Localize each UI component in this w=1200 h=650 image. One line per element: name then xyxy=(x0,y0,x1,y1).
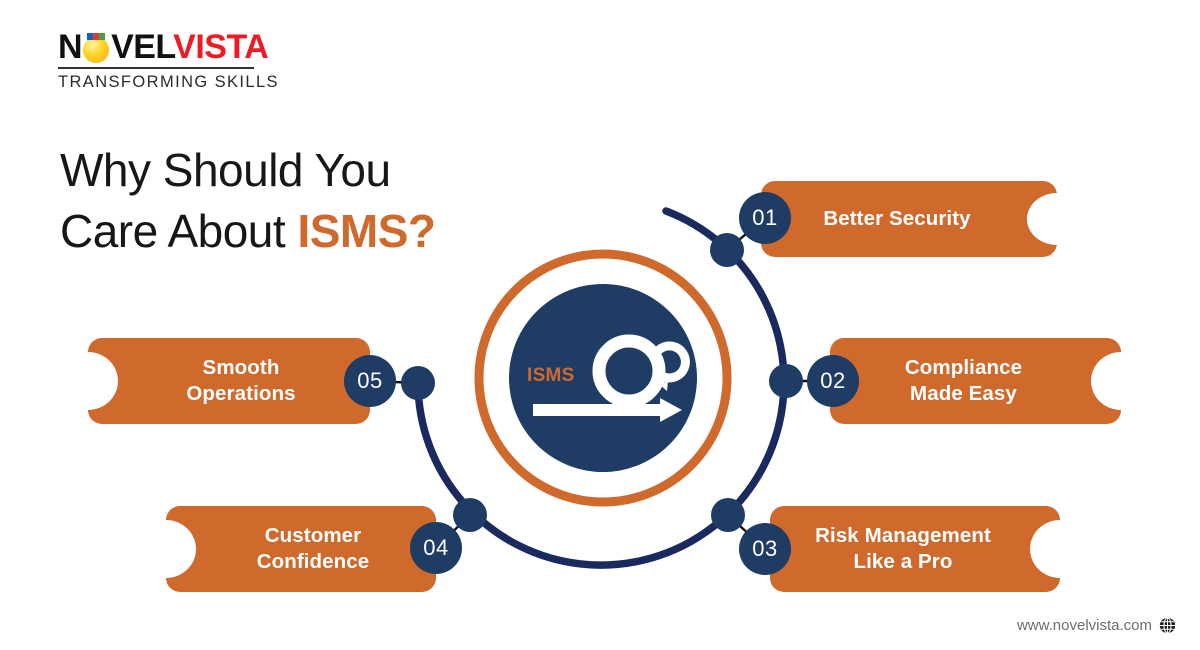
item-label-02-line1: Compliance xyxy=(904,355,1023,379)
novelvista-logo: N VELVISTA TRANSFORMING SKILLS xyxy=(58,30,318,92)
logo-tagline: TRANSFORMING SKILLS xyxy=(58,73,279,91)
banner-shape-02 xyxy=(830,338,1121,424)
item-number-03[interactable]: 03 xyxy=(739,523,791,575)
logo-wordmark: N VELVISTA xyxy=(58,30,318,64)
banner-shape-03 xyxy=(770,506,1060,592)
item-label-02: Compliance Made Easy xyxy=(897,355,1030,407)
item-label-05-line1: Smooth xyxy=(202,355,280,379)
center-label: ISMS xyxy=(527,365,575,386)
item-label-05: Smooth Operations xyxy=(178,355,303,407)
page-title-line-1: Why Should You xyxy=(60,144,391,196)
item-label-02-line2: Made Easy xyxy=(910,382,1017,405)
item-label-05-line2: Operations xyxy=(186,382,296,405)
logo-text-vista: VISTA xyxy=(173,28,269,66)
logo-o-globe-icon xyxy=(82,33,111,63)
process-loop-arrow-icon xyxy=(533,334,690,422)
item-banner-01[interactable]: Better Security xyxy=(761,181,1057,257)
item-label-04: Customer Confidence xyxy=(249,523,378,575)
orange-ring xyxy=(474,249,732,507)
footer: www.novelvista.com xyxy=(1017,617,1176,634)
banner-shape-01 xyxy=(761,181,1057,257)
page-title-line-2-prefix: Care About xyxy=(60,205,298,258)
item-number-01[interactable]: 01 xyxy=(739,192,791,244)
logo-text-novel-vel: VEL xyxy=(111,28,174,66)
footer-url[interactable]: www.novelvista.com xyxy=(1016,617,1152,634)
item-label-04-line1: Customer xyxy=(264,523,362,547)
item-number-02[interactable]: 02 xyxy=(807,355,859,407)
item-number-04[interactable]: 04 xyxy=(410,522,462,574)
arc-node-05 xyxy=(401,366,435,400)
arc-node-04 xyxy=(453,498,487,532)
item-label-03: Risk Management Like a Pro xyxy=(807,523,999,575)
globe-icon xyxy=(1159,617,1176,634)
item-banner-04[interactable]: Customer Confidence xyxy=(166,506,436,592)
item-number-05[interactable]: 05 xyxy=(344,355,396,407)
item-banner-03[interactable]: Risk Management Like a Pro xyxy=(770,506,1060,592)
item-label-04-line2: Confidence xyxy=(256,550,370,573)
banner-shape-05 xyxy=(88,338,370,424)
logo-divider xyxy=(58,67,254,69)
page-title-highlight: ISMS? xyxy=(297,205,436,258)
item-banner-05[interactable]: Smooth Operations xyxy=(88,338,370,424)
logo-text-novel-n: N xyxy=(58,28,83,66)
arc-node-01 xyxy=(710,233,744,267)
page-title: Why Should You Care About ISMS? xyxy=(60,140,436,262)
banner-shape-04 xyxy=(166,506,436,592)
item-label-01-line1: Better Security xyxy=(823,206,971,230)
item-label-03-line1: Risk Management xyxy=(815,523,991,547)
item-label-03-line2: Like a Pro xyxy=(853,550,953,573)
arc-node-03 xyxy=(711,498,745,532)
item-label-01: Better Security xyxy=(815,206,978,232)
arc-node-02 xyxy=(769,364,803,398)
page-title-line-2: Care About ISMS? xyxy=(60,201,436,262)
connector-arc xyxy=(414,207,788,569)
item-banner-02[interactable]: Compliance Made Easy xyxy=(830,338,1121,424)
